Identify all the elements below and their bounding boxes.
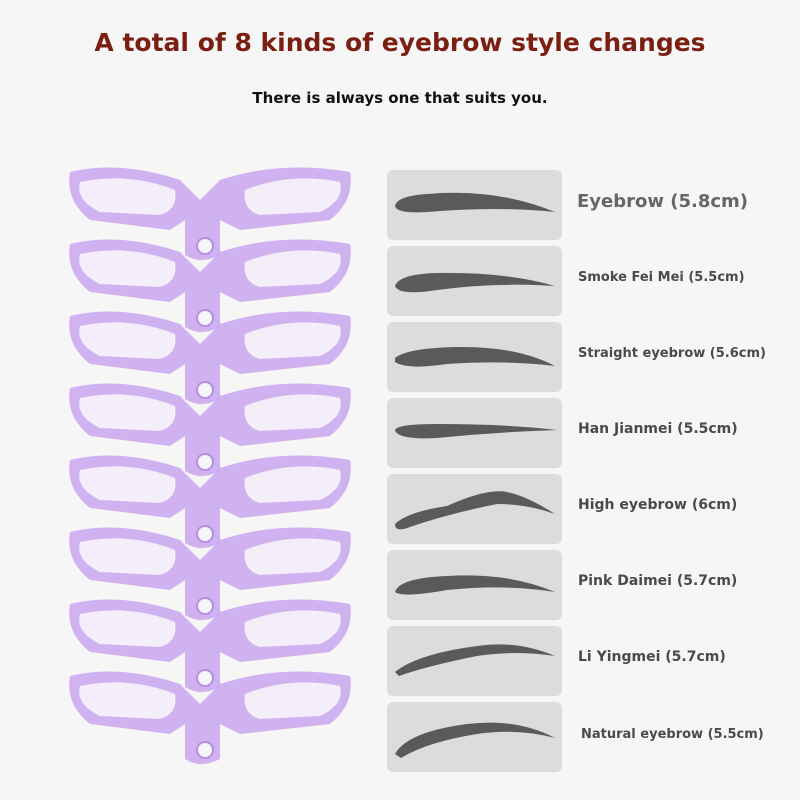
eyebrow-stencil: [69, 383, 351, 476]
eyebrow-stencil: [69, 599, 351, 692]
page-title: A total of 8 kinds of eyebrow style chan…: [94, 28, 706, 57]
brow-swatch-5: [387, 474, 562, 544]
brow-swatch-3: [387, 322, 562, 392]
eyebrow-shape-icon: [395, 272, 555, 293]
eyebrow-stencil: [69, 527, 351, 620]
eyebrow-shape-icon: [395, 575, 555, 595]
eyebrow-shape-icon: [395, 644, 555, 676]
page-subtitle: There is always one that suits you.: [252, 89, 548, 107]
style-label: Pink Daimei (5.7cm): [578, 573, 738, 589]
brow-swatch-7: [387, 626, 562, 696]
style-label: Smoke Fei Mei (5.5cm): [578, 270, 745, 285]
eyebrow-stencil: [69, 311, 351, 404]
style-label: High eyebrow (6cm): [578, 497, 738, 513]
stencil-stack-image: [69, 167, 351, 764]
eyebrow-stencil: [69, 671, 351, 764]
eyebrow-shape-icon: [395, 192, 555, 213]
brow-swatch-1: [387, 170, 562, 240]
eyebrow-shape-icon: [395, 346, 555, 367]
eyebrow-stencil: [69, 455, 351, 548]
eyebrow-shape-icon: [395, 491, 555, 530]
style-label: Han Jianmei (5.5cm): [578, 421, 738, 437]
eyebrow-stencil: [69, 239, 351, 332]
style-label: Li Yingmei (5.7cm): [578, 649, 726, 665]
style-label: Straight eyebrow (5.6cm): [578, 346, 766, 361]
style-label: Natural eyebrow (5.5cm): [581, 727, 764, 742]
eyebrow-shape-icon: [395, 722, 555, 758]
brow-swatch-4: [387, 398, 562, 468]
brow-swatch-6: [387, 550, 562, 620]
style-label: Eyebrow (5.8cm): [577, 191, 749, 212]
brow-swatch-8: [387, 702, 562, 772]
eyebrow-shape-icon: [395, 424, 557, 439]
eyebrow-stencil: [69, 167, 351, 260]
brow-swatch-2: [387, 246, 562, 316]
